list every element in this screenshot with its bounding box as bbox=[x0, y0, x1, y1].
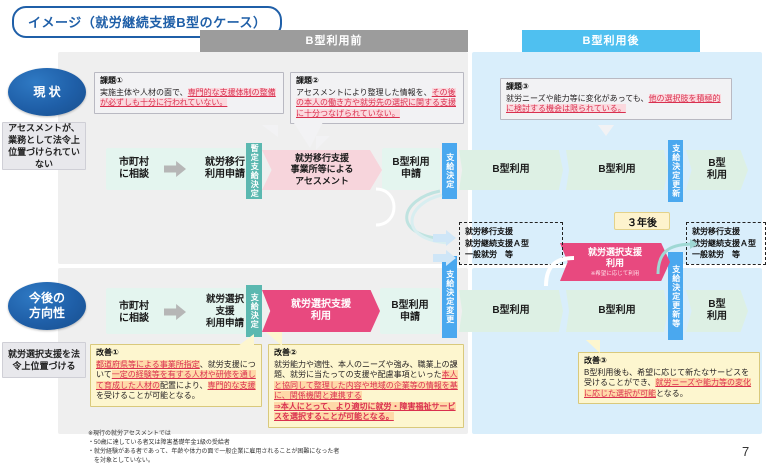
connector-problem2-tail bbox=[292, 120, 324, 148]
callout-improve-3-seg3: となる。 bbox=[656, 388, 688, 398]
flow-strip-future-applyb bbox=[380, 288, 440, 334]
bar-current-decision-renew: 支給決定更新 bbox=[668, 140, 683, 202]
callout-problem-1: 課題① 実施主体や人材の面で、専門的な支援体制の整備が必ずしも十分に行われていな… bbox=[94, 72, 284, 114]
callout-improve-1-seg1: 都道府県等による事業所指定 bbox=[96, 359, 200, 369]
callout-improve-2-seg3: ⇒本人にとって、より適切に就労・障害福祉サービスを選択することが可能となる。 bbox=[274, 401, 456, 422]
row-label-future: 今後の 方向性 bbox=[8, 282, 86, 330]
page-title: イメージ（就労継続支援B型のケース） bbox=[12, 6, 283, 38]
step-current-assessment: 就労移行支援 事業所等による アセスメント bbox=[262, 150, 382, 190]
bar-current-temp-decision: 暫定支給決定 bbox=[246, 143, 262, 199]
note-future-left: 就労選択支援を法令上位置づける bbox=[2, 342, 86, 378]
step-current-apply-b: B型利用 申請 bbox=[392, 156, 430, 181]
step-future-apply: 就労選択 支援 利用申請 bbox=[205, 294, 244, 329]
note-future-left-text: 就労選択支援を法令上位置づける bbox=[7, 348, 80, 371]
callout-improve-3-label: 改善③ bbox=[584, 356, 607, 365]
step-current-use-b-3: B型 利用 bbox=[686, 150, 748, 190]
footnote-line-2: ・50歳に達している者又は障害基礎年金1級の受給者 bbox=[88, 440, 230, 446]
callout-improve-1-tail bbox=[238, 334, 254, 346]
callout-improve-1-label: 改善① bbox=[96, 348, 119, 357]
step-current-apply: 就労移行 利用申請 bbox=[205, 156, 245, 181]
year-badge: ３年後 bbox=[614, 212, 670, 230]
step-current-use-b-2: B型利用 bbox=[566, 150, 668, 190]
step-future-apply-b: B型利用 申請 bbox=[391, 299, 429, 324]
footnote-line-1: ※現行の就労アセスメントでは bbox=[88, 431, 171, 437]
footnote-line-3: ・就労経験がある者であって、年齢や体力の面で一般企業に雇用されることが困難になっ… bbox=[88, 449, 340, 455]
callout-improve-1: 改善① 都道府県等による事業所指定、就労支援について一定の経験等を有する人材や研… bbox=[90, 344, 262, 407]
step-future-select-support-2: 就労選択支援 利用 ※希望に応じて利用 bbox=[560, 243, 670, 281]
bar-future-decision: 支給決定 bbox=[246, 285, 262, 337]
callout-problem-2-tail bbox=[316, 136, 330, 150]
footnote-line-4: を対象としていない。 bbox=[88, 458, 154, 464]
step-future-use-b-2: B型利用 bbox=[566, 290, 668, 332]
callout-improve-3-seg1: B型利用後も、希望に応じて新たなサービスを受けることができ、 bbox=[584, 367, 750, 388]
footnote: ※現行の就労アセスメントでは ・50歳に達している者又は障害基礎年金1級の受給者… bbox=[88, 430, 608, 466]
callout-improve-3: 改善③ B型利用後も、希望に応じて新たなサービスを受けることができ、就労ニーズや… bbox=[578, 352, 760, 405]
bar-current-decision: 支給決定 bbox=[442, 143, 457, 199]
callout-improve-1-seg2: 、就労支援について bbox=[96, 359, 256, 380]
callout-problem-3-tail bbox=[598, 125, 614, 136]
step-current-consult: 市町村 に相談 bbox=[119, 156, 149, 181]
step-future-use-b-1: B型利用 bbox=[459, 290, 563, 332]
phase-header-after: B型利用後 bbox=[522, 30, 700, 52]
step-current-assessment-text: 就労移行支援 事業所等による アセスメント bbox=[290, 153, 354, 186]
options-box-1: 就労移行支援 就労継続支援Ａ型 一般就労 等 bbox=[459, 222, 563, 265]
note-current-left: アセスメントが、業務として法令上位置づけられていない bbox=[2, 122, 86, 170]
connector-use-to-select bbox=[544, 256, 575, 287]
callout-improve-1-seg5: 専門的な支援 bbox=[207, 380, 256, 390]
callout-problem-3-plain: 就労ニーズや能力等に変化があっても、 bbox=[506, 93, 649, 103]
callout-problem-1-plain: 実施主体や人材の面で、 bbox=[100, 87, 188, 97]
bar-future-decision-renew: 支給決定更新等 bbox=[668, 252, 683, 340]
connector-arrows-up bbox=[433, 230, 456, 266]
page-number: 7 bbox=[742, 444, 750, 459]
step-future-select-support-2-text: 就労選択支援 利用 bbox=[587, 246, 642, 268]
row-label-future-text: 今後の 方向性 bbox=[28, 291, 65, 320]
step-future-select-support-text: 就労選択支援 利用 bbox=[291, 298, 351, 323]
connector-select-to-options bbox=[656, 239, 698, 275]
bar-future-decision-change: 支給決定変更 bbox=[442, 256, 457, 338]
callout-improve-1-seg6: を受けることが可能となる。 bbox=[96, 391, 200, 401]
step-future-use-b-3: B型 利用 bbox=[686, 290, 748, 332]
callout-improve-2-tail bbox=[266, 332, 282, 346]
callout-improve-3-tail bbox=[586, 340, 600, 353]
callout-improve-1-seg4: 配置により、 bbox=[160, 380, 208, 390]
step-future-select-support: 就労選択支援 利用 bbox=[262, 290, 380, 332]
callout-improve-2: 改善② 就労能力や適性、本人のニーズや強み、職業上の課題、就労に当たっての支援や… bbox=[268, 344, 464, 428]
callout-problem-3: 課題③ 就労ニーズや能力等に変化があっても、他の選択肢を積極的に検討する機会は限… bbox=[500, 78, 732, 120]
callout-problem-2: 課題② アセスメントにより整理した情報を、その後の本人の働き方や就労先の選択に関… bbox=[290, 72, 464, 125]
step-current-use-b-1: B型利用 bbox=[459, 150, 563, 190]
callout-problem-2-plain: アセスメントにより整理した情報を、 bbox=[296, 87, 432, 97]
row-label-current-text: 現 状 bbox=[33, 84, 61, 99]
callout-problem-1-tail bbox=[262, 125, 278, 137]
row-label-current: 現 状 bbox=[8, 68, 86, 116]
callout-problem-3-label: 課題③ bbox=[506, 82, 529, 91]
step-future-consult: 市町村 に相談 bbox=[119, 300, 149, 325]
note-current-left-text: アセスメントが、業務として法令上位置づけられていない bbox=[8, 122, 80, 170]
callout-problem-1-label: 課題① bbox=[100, 76, 123, 85]
phase-header-before: B型利用前 bbox=[200, 30, 468, 52]
callout-problem-2-label: 課題② bbox=[296, 76, 319, 85]
callout-improve-2-seg1: 就労能力や適性、本人のニーズや強み、職業上の課題、就労に当たっての支援や配慮事項… bbox=[274, 359, 458, 380]
step-future-select-support-2-note: ※希望に応じて利用 bbox=[590, 271, 640, 278]
flow-strip-current-applyb bbox=[382, 148, 440, 190]
callout-improve-2-label: 改善② bbox=[274, 348, 297, 357]
